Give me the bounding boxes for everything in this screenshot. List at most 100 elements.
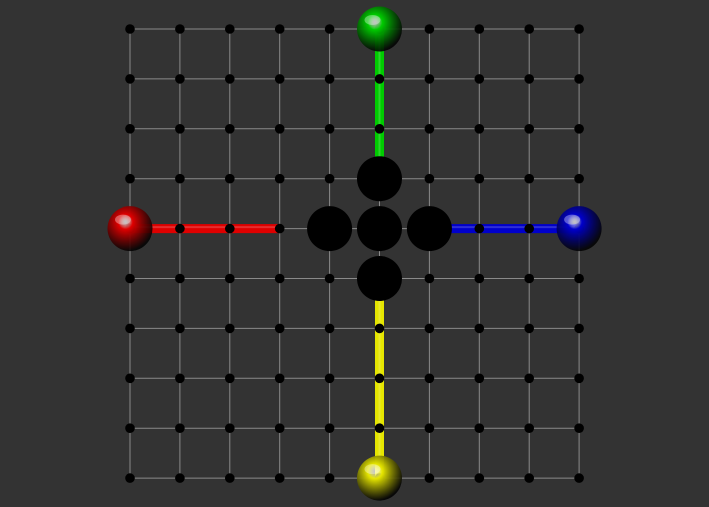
grid-node[interactable] bbox=[225, 373, 235, 384]
grid-node[interactable] bbox=[125, 124, 135, 134]
grid-node[interactable] bbox=[175, 74, 185, 84]
grid-node[interactable] bbox=[125, 273, 135, 284]
grid-node[interactable] bbox=[474, 24, 485, 34]
grid-node[interactable] bbox=[374, 74, 385, 84]
blocker-piece[interactable] bbox=[357, 256, 402, 301]
grid-node[interactable] bbox=[324, 124, 335, 134]
grid-node[interactable] bbox=[424, 24, 435, 34]
grid-node[interactable] bbox=[574, 273, 584, 284]
grid-node[interactable] bbox=[424, 423, 435, 434]
grid-node[interactable] bbox=[324, 24, 335, 34]
grid-node[interactable] bbox=[424, 273, 435, 284]
grid-node[interactable] bbox=[524, 24, 534, 34]
grid-node[interactable] bbox=[225, 124, 235, 134]
grid-node[interactable] bbox=[474, 423, 485, 434]
grid-node[interactable] bbox=[474, 173, 485, 184]
blocker-piece[interactable] bbox=[357, 206, 402, 252]
grid-node[interactable] bbox=[125, 24, 135, 34]
grid-node[interactable] bbox=[574, 373, 584, 384]
grid-node[interactable] bbox=[474, 223, 485, 234]
blocker-piece[interactable] bbox=[307, 206, 353, 252]
grid-node[interactable] bbox=[524, 323, 534, 334]
grid-node[interactable] bbox=[524, 223, 534, 234]
grid-node[interactable] bbox=[274, 373, 285, 384]
grid-node[interactable] bbox=[274, 473, 285, 483]
grid-node[interactable] bbox=[474, 74, 485, 84]
grid-node[interactable] bbox=[324, 473, 335, 483]
grid-node[interactable] bbox=[374, 373, 385, 384]
grid-node[interactable] bbox=[424, 173, 435, 184]
grid-node[interactable] bbox=[225, 273, 235, 284]
grid-node[interactable] bbox=[274, 24, 285, 34]
grid-node[interactable] bbox=[574, 124, 584, 134]
grid-node[interactable] bbox=[524, 373, 534, 384]
grid-node[interactable] bbox=[524, 273, 534, 284]
grid-node[interactable] bbox=[424, 124, 435, 134]
grid-node[interactable] bbox=[424, 323, 435, 334]
grid-node[interactable] bbox=[175, 373, 185, 384]
yellow-player-piece[interactable] bbox=[357, 455, 402, 501]
grid-node[interactable] bbox=[125, 173, 135, 184]
grid-node[interactable] bbox=[374, 323, 385, 334]
blocker-piece[interactable] bbox=[406, 206, 452, 252]
red-player-piece[interactable] bbox=[107, 206, 153, 252]
grid-node[interactable] bbox=[225, 473, 235, 483]
grid-node[interactable] bbox=[424, 74, 435, 84]
grid-node[interactable] bbox=[574, 74, 584, 84]
green-player-piece[interactable] bbox=[357, 6, 402, 52]
grid-node[interactable] bbox=[524, 74, 534, 84]
grid-node[interactable] bbox=[474, 124, 485, 134]
grid-node[interactable] bbox=[324, 423, 335, 434]
grid-node[interactable] bbox=[474, 323, 485, 334]
grid-node[interactable] bbox=[225, 74, 235, 84]
grid-node[interactable] bbox=[175, 124, 185, 134]
blue-player-piece[interactable] bbox=[556, 206, 602, 252]
grid-node[interactable] bbox=[574, 473, 584, 483]
grid-node[interactable] bbox=[524, 423, 534, 434]
grid-node[interactable] bbox=[324, 173, 335, 184]
grid-node[interactable] bbox=[125, 473, 135, 483]
grid-node[interactable] bbox=[175, 273, 185, 284]
grid-node[interactable] bbox=[274, 173, 285, 184]
grid-node[interactable] bbox=[225, 423, 235, 434]
grid-node[interactable] bbox=[324, 373, 335, 384]
grid-node[interactable] bbox=[274, 323, 285, 334]
grid-node[interactable] bbox=[474, 473, 485, 483]
grid-node[interactable] bbox=[175, 323, 185, 334]
grid-node[interactable] bbox=[574, 173, 584, 184]
grid-node[interactable] bbox=[175, 423, 185, 434]
grid-node[interactable] bbox=[125, 74, 135, 84]
grid-node[interactable] bbox=[524, 173, 534, 184]
grid-node[interactable] bbox=[324, 323, 335, 334]
grid-node[interactable] bbox=[524, 124, 534, 134]
grid-node[interactable] bbox=[175, 473, 185, 483]
grid-node[interactable] bbox=[175, 24, 185, 34]
grid-node[interactable] bbox=[424, 373, 435, 384]
grid-node[interactable] bbox=[125, 423, 135, 434]
grid-node[interactable] bbox=[474, 273, 485, 284]
grid-node[interactable] bbox=[474, 373, 485, 384]
grid-node[interactable] bbox=[225, 173, 235, 184]
grid-node[interactable] bbox=[225, 323, 235, 334]
grid-node[interactable] bbox=[225, 223, 235, 234]
grid-node[interactable] bbox=[274, 423, 285, 434]
grid-node[interactable] bbox=[374, 124, 385, 134]
grid-node[interactable] bbox=[175, 173, 185, 184]
grid-node[interactable] bbox=[574, 423, 584, 434]
grid-node[interactable] bbox=[175, 223, 185, 234]
grid-node[interactable] bbox=[274, 273, 285, 284]
grid-node[interactable] bbox=[225, 24, 235, 34]
grid-node[interactable] bbox=[574, 24, 584, 34]
blocker-piece[interactable] bbox=[357, 156, 402, 202]
grid-node[interactable] bbox=[424, 473, 435, 483]
grid-node[interactable] bbox=[274, 74, 285, 84]
grid-node[interactable] bbox=[324, 74, 335, 84]
grid-node[interactable] bbox=[574, 323, 584, 334]
grid-node[interactable] bbox=[125, 323, 135, 334]
grid-node[interactable] bbox=[324, 273, 335, 284]
grid-node[interactable] bbox=[524, 473, 534, 483]
grid-node[interactable] bbox=[125, 373, 135, 384]
grid-node[interactable] bbox=[274, 124, 285, 134]
grid-node[interactable] bbox=[374, 423, 385, 434]
